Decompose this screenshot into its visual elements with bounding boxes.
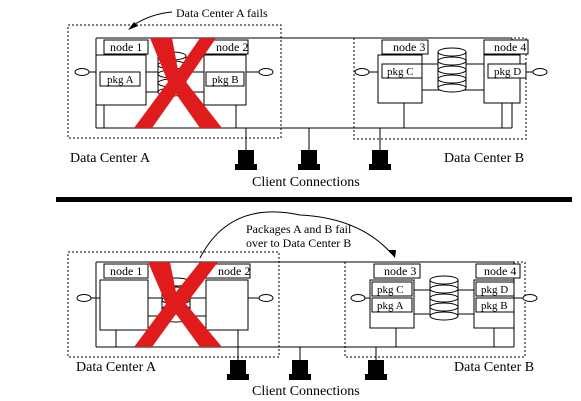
client-workstation-icon xyxy=(298,150,320,170)
svg-text:node 1: node 1 xyxy=(110,264,142,278)
client-workstation-icon xyxy=(365,360,387,380)
failover-arrow xyxy=(199,211,393,259)
terminator-icon xyxy=(350,294,366,302)
node-4: node 4 pkg D pkg B xyxy=(473,263,521,329)
svg-text:node 2: node 2 xyxy=(218,264,250,278)
failure-x-icon xyxy=(134,38,222,128)
client-connections-label: Client Connections xyxy=(252,384,360,399)
data-center-a-boundary xyxy=(67,24,282,139)
svg-text:node 3: node 3 xyxy=(384,264,416,278)
terminator-icon xyxy=(522,294,538,302)
pkg-c-label: pkg C xyxy=(387,66,414,78)
bottom-annotation-line2: over to Data Center B xyxy=(246,236,351,250)
disk-stack-b xyxy=(414,275,474,321)
annotation-arrow xyxy=(131,11,173,27)
top-annotation: Data Center A fails xyxy=(176,6,268,20)
svg-text:node 4: node 4 xyxy=(494,40,526,54)
data-center-a-label: Data Center A xyxy=(70,151,151,166)
terminator-icon xyxy=(532,68,548,76)
node-4: node 4 pkg D xyxy=(483,39,529,104)
client-connections-label: Client Connections xyxy=(252,175,360,190)
svg-text:node 4: node 4 xyxy=(484,264,516,278)
client-workstation-icon xyxy=(289,360,311,380)
pkg-d-label: pkg D xyxy=(494,66,521,78)
pkg-c-label: pkg C xyxy=(377,284,404,296)
svg-text:node 1: node 1 xyxy=(110,40,142,54)
data-center-b-label: Data Center B xyxy=(444,151,524,166)
terminator-icon xyxy=(258,68,274,76)
terminator-icon xyxy=(354,68,370,76)
pkg-d-label: pkg D xyxy=(481,284,508,296)
failure-x-icon xyxy=(134,262,222,347)
client-workstation-icon xyxy=(235,150,257,170)
terminator-icon xyxy=(258,294,274,302)
section-divider xyxy=(56,197,572,202)
terminator-icon xyxy=(76,294,92,302)
node-1: node 1 xyxy=(99,263,149,331)
node-3: node 3 pkg C pkg A xyxy=(369,263,421,329)
terminator-icon xyxy=(74,68,90,76)
pkg-a-label: pkg A xyxy=(377,300,404,312)
top-diagram: Data Center A fails node 1 pkg A xyxy=(67,6,548,190)
node-3: node 3 pkg C xyxy=(377,39,429,104)
client-workstation-icon xyxy=(227,360,249,380)
pkg-a-label: pkg A xyxy=(107,74,134,86)
node-1: node 1 pkg A xyxy=(95,39,149,106)
pkg-b-label: pkg B xyxy=(481,300,508,312)
node-2: node 2 pkg B xyxy=(203,39,249,106)
data-center-a-label: Data Center A xyxy=(76,360,157,375)
arrowhead xyxy=(128,22,138,30)
data-center-a-boundary xyxy=(67,251,280,358)
svg-text:node 2: node 2 xyxy=(216,40,248,54)
arrowhead xyxy=(388,250,396,258)
data-center-b-label: Data Center B xyxy=(454,360,534,375)
bottom-diagram: Packages A and B fail over to Data Cente… xyxy=(67,211,538,399)
svg-text:node 3: node 3 xyxy=(393,40,425,54)
pkg-b-label: pkg B xyxy=(212,74,239,86)
node-2: node 2 xyxy=(205,263,251,331)
bottom-annotation-line1: Packages A and B fail xyxy=(246,222,352,236)
disk-stack-b xyxy=(422,47,486,93)
client-workstation-icon xyxy=(369,150,391,170)
